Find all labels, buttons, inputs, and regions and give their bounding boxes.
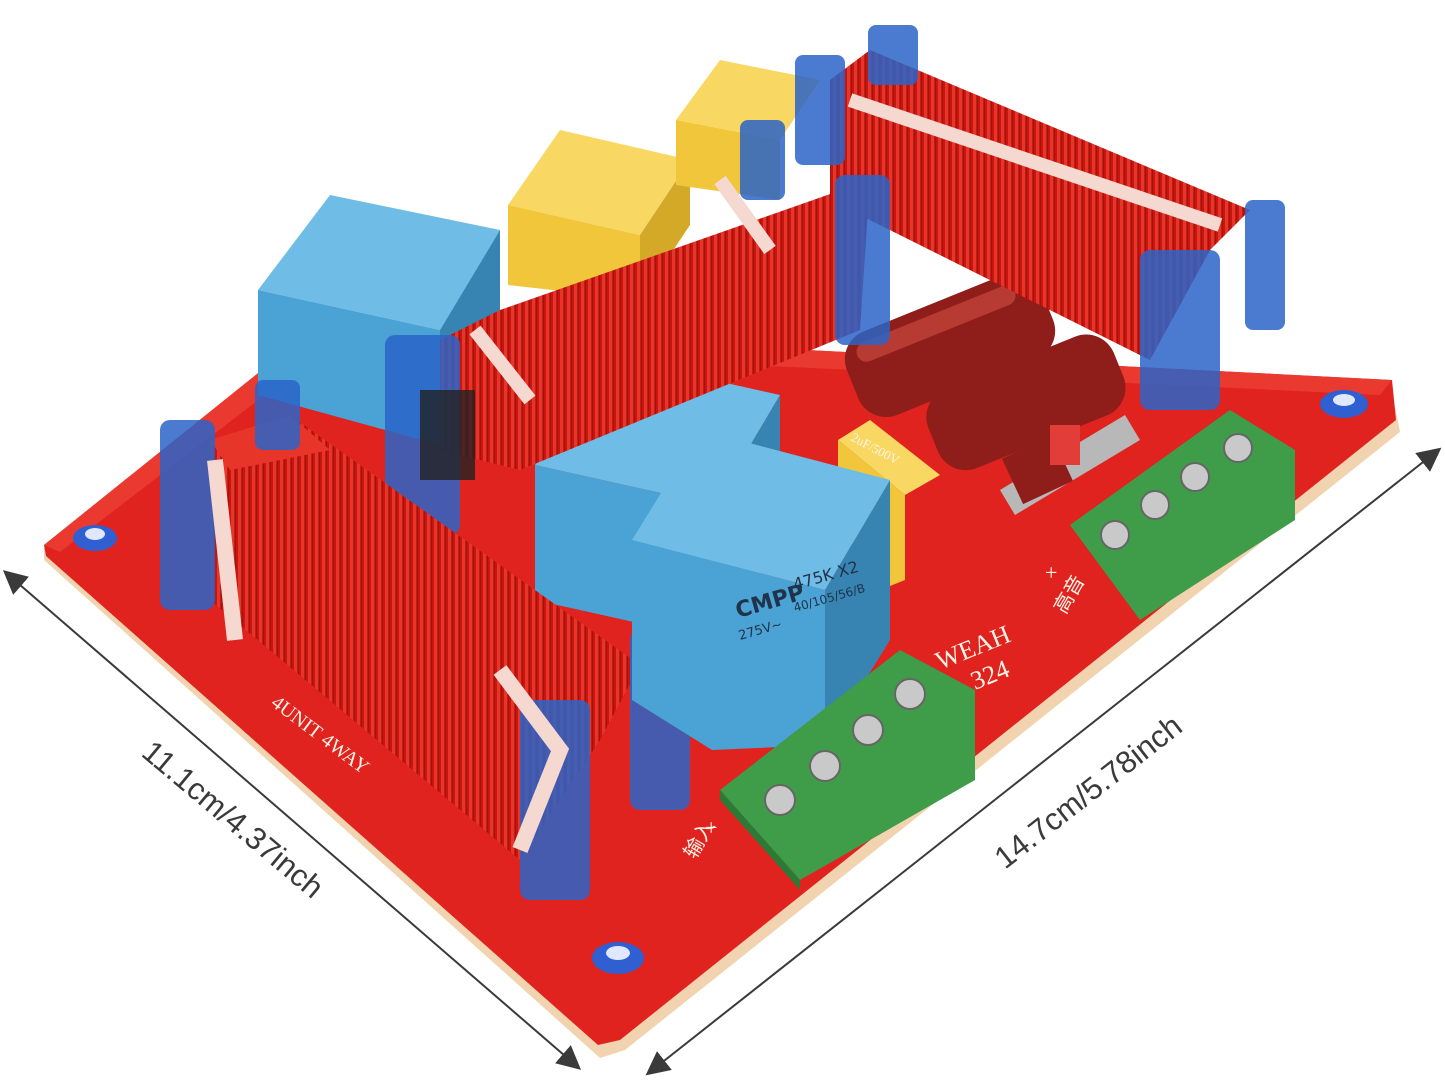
inductor-coil-back — [795, 25, 1285, 410]
plus-sign-tweeter: + — [1045, 560, 1057, 585]
inductor-coil-middle — [385, 120, 890, 535]
mounting-screw-icon — [73, 390, 1368, 974]
brown-capacitors — [844, 272, 1126, 471]
arrow-icon — [2, 447, 1442, 1076]
plus-sign-input: + — [705, 815, 717, 840]
